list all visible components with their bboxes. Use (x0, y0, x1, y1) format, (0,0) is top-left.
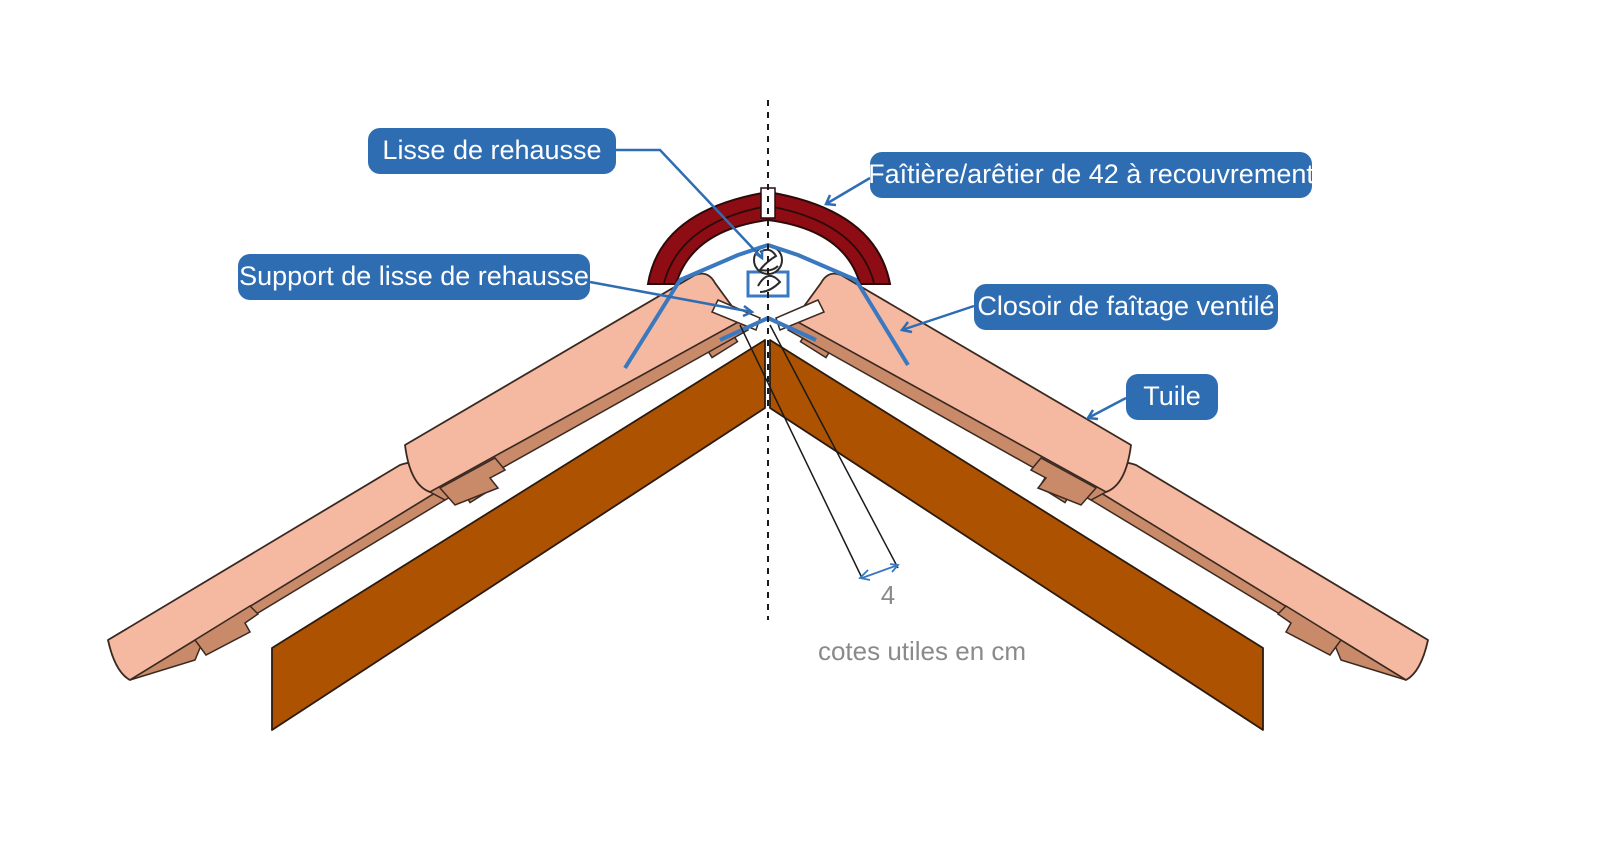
right-upper-tile (793, 272, 1132, 493)
callout-lisse-label: Lisse de rehausse (382, 135, 601, 165)
callout-closoir: Closoir de faîtage ventilé (899, 284, 1278, 334)
ridge-tile (646, 187, 892, 285)
left-rafter (271, 339, 766, 731)
right-lower-tile-lug (1276, 605, 1343, 656)
callout-support-label: Support de lisse de rehausse (239, 261, 589, 291)
units-note: cotes utiles en cm (818, 636, 1026, 666)
callout-faitiere: Faîtière/arêtier de 42 à recouvrement (824, 152, 1314, 207)
callout-faitiere-label: Faîtière/arêtier de 42 à recouvrement (868, 159, 1314, 189)
callout-closoir-label: Closoir de faîtage ventilé (977, 291, 1274, 321)
callout-lisse-de-rehausse: Lisse de rehausse (368, 128, 764, 261)
right-tiles (786, 272, 1429, 681)
dimension-annotation (739, 324, 900, 581)
dimension-value: 4 (881, 580, 895, 610)
right-upper-tile-underside (786, 318, 1108, 501)
callout-support-lisse: Support de lisse de rehausse (238, 254, 755, 318)
callout-tuile-label: Tuile (1143, 381, 1201, 411)
left-tiles (107, 272, 750, 681)
left-upper-tile (404, 272, 743, 493)
left-upper-tile-lug (438, 457, 507, 506)
callout-tuile: Tuile (1085, 374, 1218, 421)
left-lower-tile-lug (193, 605, 260, 656)
right-upper-tile-lug (1029, 457, 1098, 506)
left-upper-tile-underside (428, 318, 750, 501)
right-rafter (769, 339, 1264, 731)
